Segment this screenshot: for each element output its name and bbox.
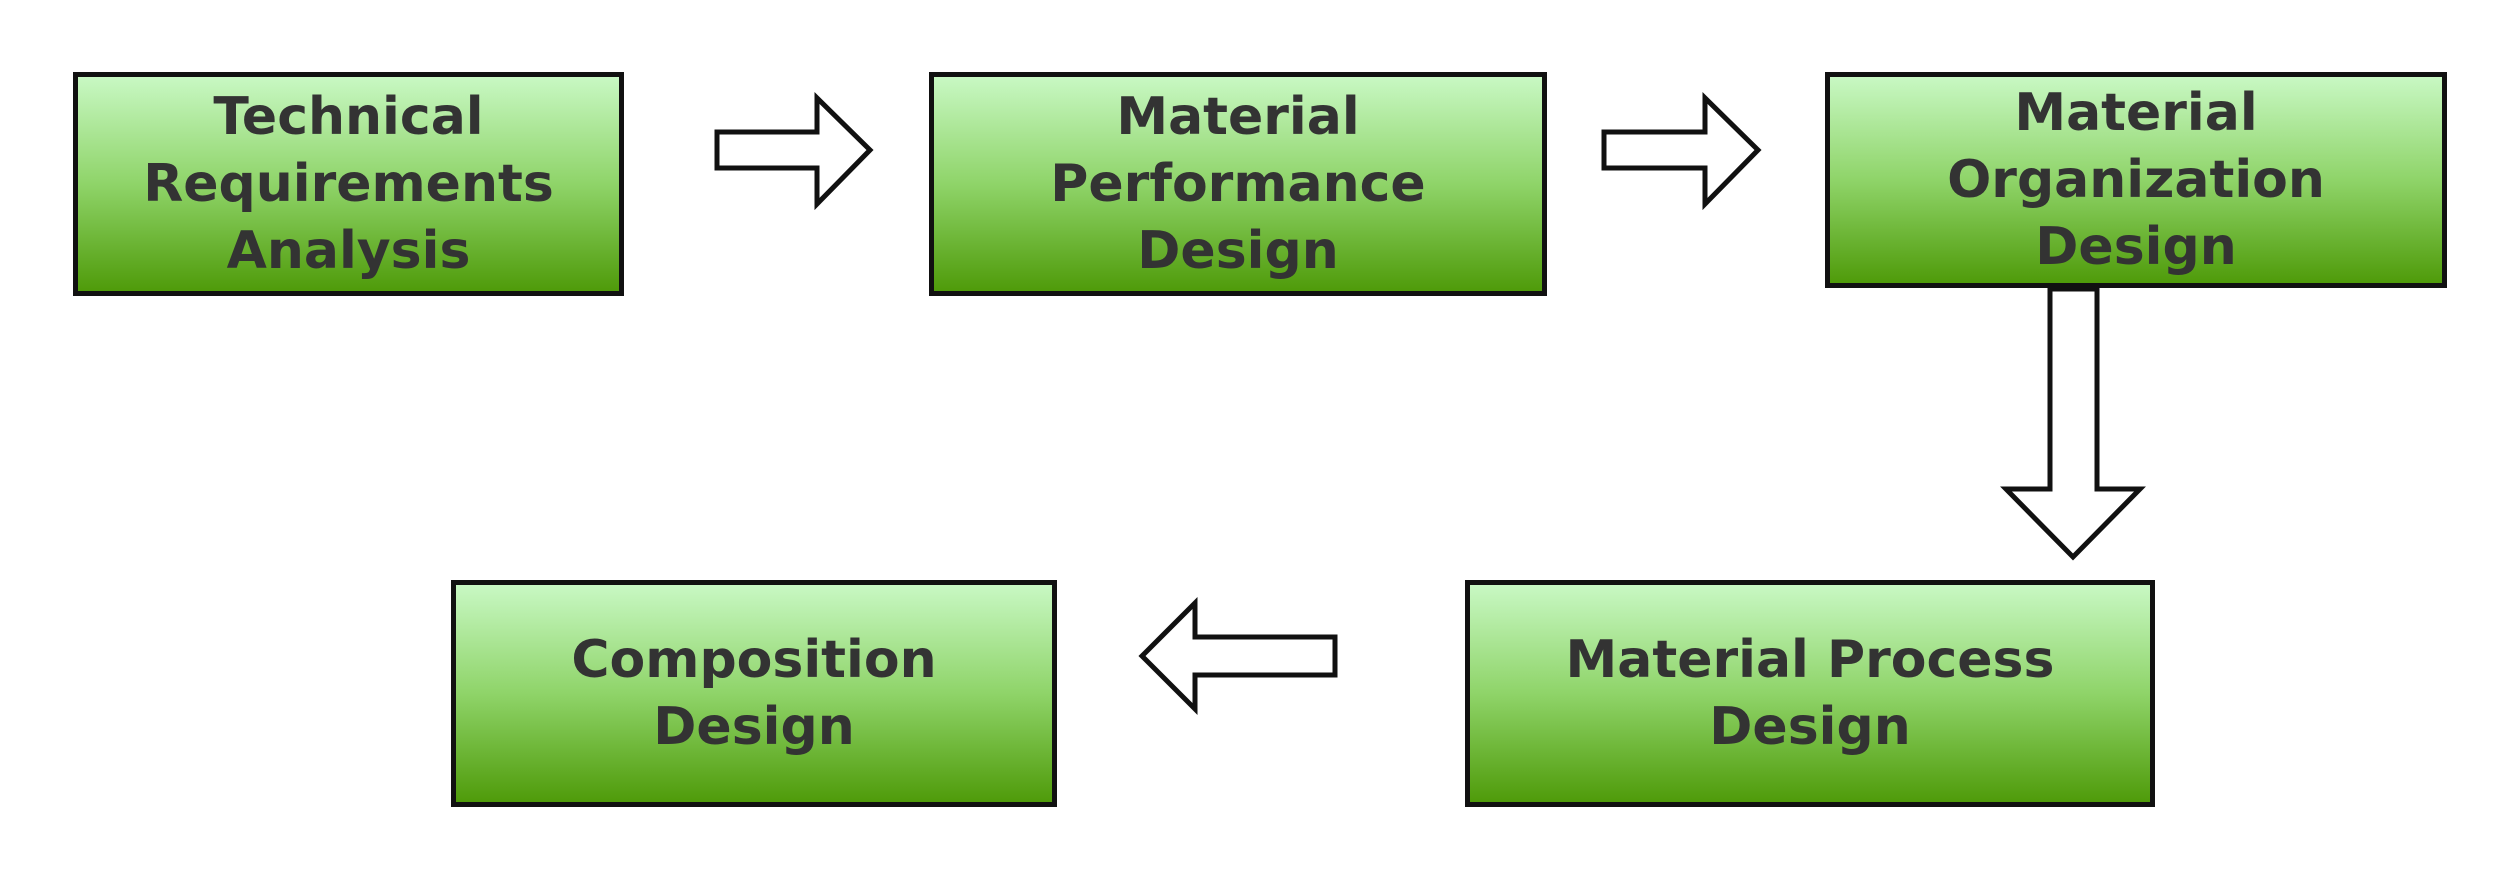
node-label-line: Material <box>1116 86 1360 147</box>
node-label-line: Requirements <box>143 153 554 214</box>
node-label-line: Material Process <box>1565 629 2055 690</box>
node-label-line: Design <box>1137 220 1339 281</box>
arrow-right-icon <box>1601 92 1762 211</box>
node-label-line: Material <box>2014 82 2258 143</box>
arrow-left-icon <box>1138 596 1338 716</box>
arrow-down-icon <box>2000 286 2146 561</box>
node-composition-design: Composition Design <box>451 580 1057 807</box>
node-label-line: Performance <box>1050 153 1426 214</box>
node-material-performance-design: Material Performance Design <box>929 72 1547 296</box>
node-technical-requirements-analysis: Technical Requirements Analysis <box>73 72 624 296</box>
node-label-line: Technical <box>213 86 484 147</box>
node-label-line: Design <box>2035 216 2237 277</box>
node-material-process-design: Material Process Design <box>1465 580 2155 807</box>
node-material-organization-design: Material Organization Design <box>1825 72 2447 288</box>
node-label-line: Composition <box>571 629 937 690</box>
node-label-line: Design <box>1709 696 1911 757</box>
node-label-line: Organization <box>1947 149 2325 210</box>
arrow-right-icon <box>714 92 874 211</box>
node-label-line: Design <box>653 696 855 757</box>
node-label-line: Analysis <box>226 220 471 281</box>
